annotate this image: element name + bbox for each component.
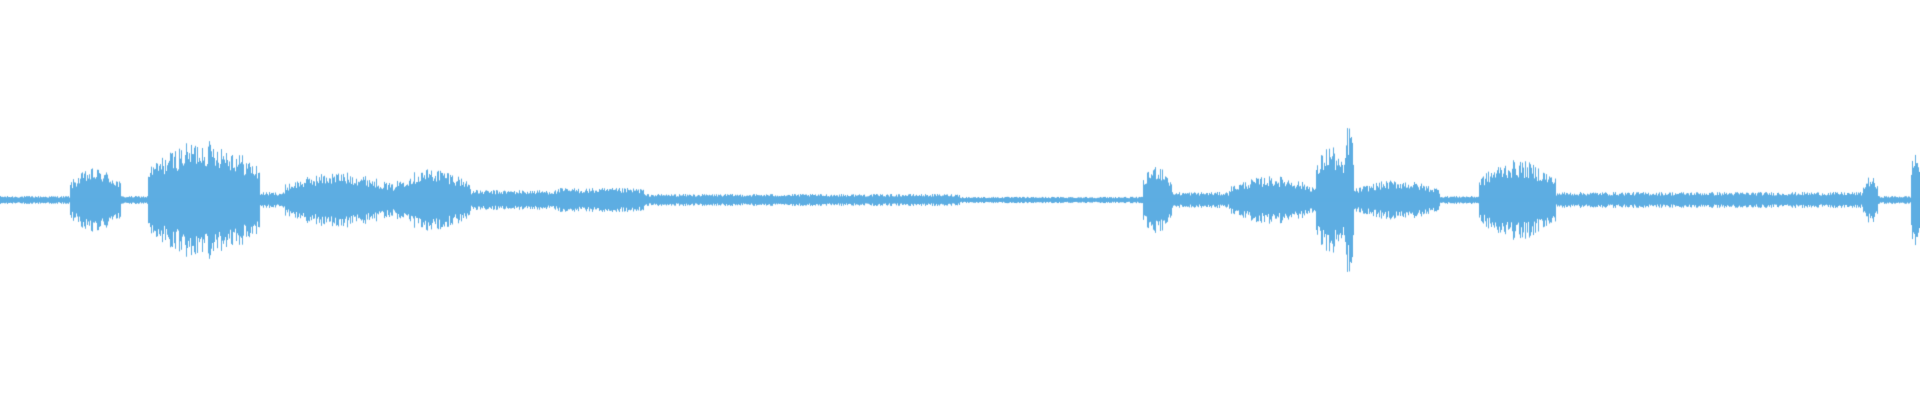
audio-waveform[interactable]	[0, 0, 1920, 400]
